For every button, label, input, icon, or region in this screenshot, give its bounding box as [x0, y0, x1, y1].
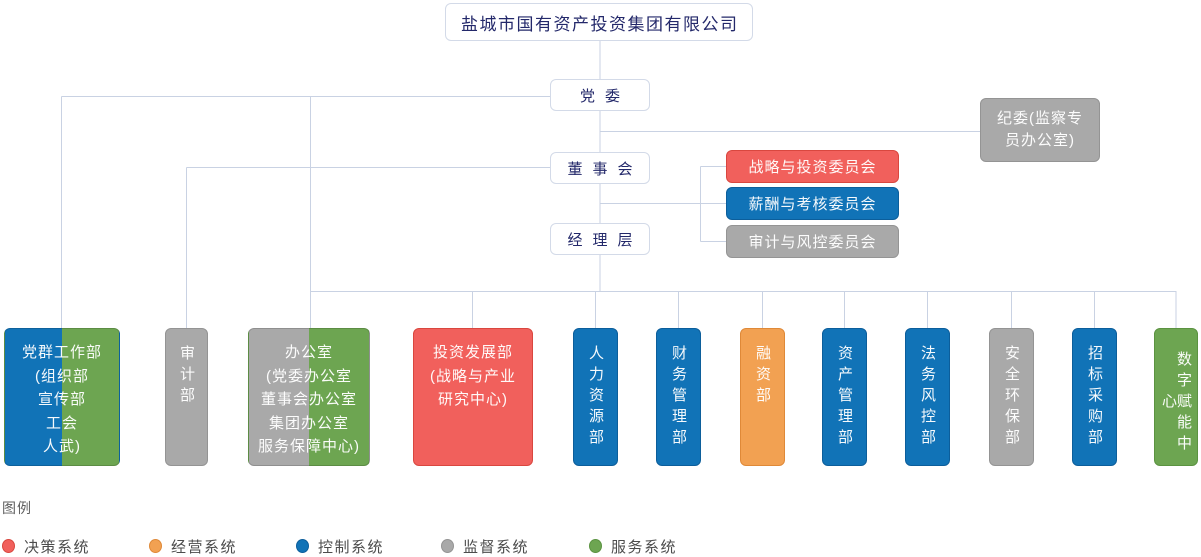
dept-digital-empowerment-center-label: 数字赋能中心: [1160, 350, 1192, 456]
legend-item-operation: 经营系统: [149, 538, 238, 556]
dept-legal-risk-control-label: 法务风控部: [919, 345, 936, 450]
legend-item-supervision: 监督系统: [441, 538, 530, 556]
legend-item-control: 控制系统: [296, 538, 385, 556]
dept-general-office: 办公室 (党委办公室 董事会办公室 集团办公室 服务保障中心): [248, 328, 370, 466]
service-system-dot-icon: [589, 539, 602, 553]
committee-compensation-assessment: 薪酬与考核委员会: [726, 187, 899, 220]
dept-bidding-procurement-label: 招标采购部: [1086, 345, 1103, 450]
legend-item-operation-label: 经营系统: [171, 538, 238, 556]
dept-human-resources-label: 人力资源部: [587, 345, 604, 450]
legend-item-service: 服务系统: [589, 538, 678, 556]
dept-finance-management-label: 财务管理部: [670, 345, 687, 450]
root-company-box: 盐城市国有资产投资集团有限公司: [445, 3, 753, 41]
dept-audit: 审计部: [165, 328, 208, 466]
legend-item-supervision-label: 监督系统: [463, 538, 530, 556]
decision-system-dot-icon: [2, 539, 15, 553]
operation-system-dot-icon: [149, 539, 162, 553]
supervision-system-dot-icon: [441, 539, 454, 553]
dept-asset-management: 资产管理部: [822, 328, 867, 466]
dept-safety-environment-label: 安全环保部: [1003, 345, 1020, 450]
dept-finance-management: 财务管理部: [656, 328, 701, 466]
legend-item-control-label: 控制系统: [318, 538, 385, 556]
legend-item-service-label: 服务系统: [611, 538, 678, 556]
legend-item-decision-label: 决策系统: [24, 538, 91, 556]
dept-financing: 融资部: [740, 328, 785, 466]
dept-party-mass-work: 党群工作部 (组织部 宣传部 工会 人武): [4, 328, 120, 466]
dept-legal-risk-control: 法务风控部: [905, 328, 950, 466]
legend-title: 图例: [2, 500, 32, 516]
committee-audit-risk: 审计与风控委员会: [726, 225, 899, 258]
management-box: 经理层: [550, 223, 650, 255]
dept-asset-management-label: 资产管理部: [836, 345, 853, 450]
legend-item-decision: 决策系统: [2, 538, 91, 556]
dept-investment-development: 投资发展部 (战略与产业 研究中心): [413, 328, 533, 466]
dept-human-resources: 人力资源部: [573, 328, 618, 466]
dept-audit-label: 审计部: [178, 345, 195, 408]
dept-safety-environment: 安全环保部: [989, 328, 1034, 466]
party-committee-box: 党委: [550, 79, 650, 111]
discipline-committee-box: 纪委(监察专 员办公室): [980, 98, 1100, 162]
dept-bidding-procurement: 招标采购部: [1072, 328, 1117, 466]
control-system-dot-icon: [296, 539, 309, 553]
dept-financing-label: 融资部: [754, 345, 771, 408]
committee-strategy-investment: 战略与投资委员会: [726, 150, 899, 183]
dept-digital-empowerment-center: 数字赋能中心: [1154, 328, 1198, 466]
board-box: 董事会: [550, 152, 650, 184]
